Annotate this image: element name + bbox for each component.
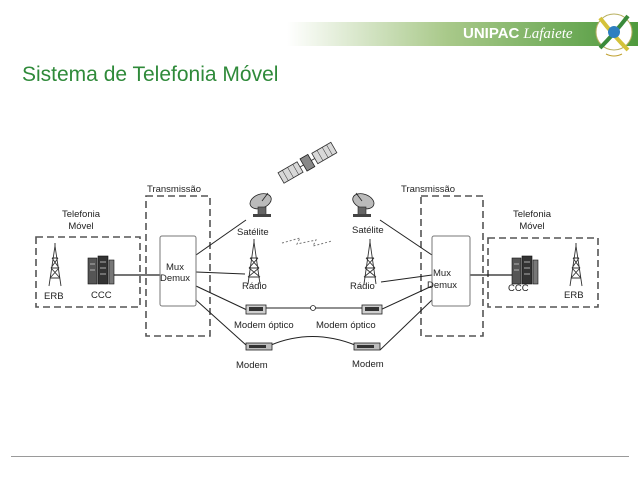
right-transmission-box — [420, 195, 484, 337]
right-mobile-label-line1: Telefonia — [513, 209, 552, 220]
left-ccc-switch-icon — [87, 255, 115, 285]
right-ccc-switch-icon — [511, 255, 539, 285]
left-modem-icon — [245, 342, 273, 351]
right-optical-modem-label: Modem óptico — [316, 320, 376, 331]
right-optical-modem-icon — [361, 304, 383, 315]
right-mux-label-line2: Demux — [427, 280, 457, 291]
left-erb-label: ERB — [44, 291, 64, 302]
right-erb-tower-icon — [569, 243, 583, 287]
left-radio-tower-icon — [247, 239, 261, 285]
right-satellite-mux-link — [379, 219, 433, 256]
left-satellite-dish-icon — [249, 192, 272, 217]
modem-line-link — [270, 336, 356, 346]
page-title: Sistema de Telefonia Móvel — [22, 63, 279, 86]
left-mobile-label-line2: Móvel — [68, 221, 93, 232]
right-modem-icon — [353, 342, 381, 351]
right-radio-mux-link — [380, 274, 433, 283]
left-transmission-box — [145, 195, 211, 337]
left-mux-label-line1: Mux — [166, 262, 184, 273]
left-ccc-label: CCC — [91, 290, 112, 301]
left-transmission-label: Transmissão — [147, 184, 201, 195]
right-radio-tower-icon — [363, 239, 377, 285]
brand-name-bold: UNIPAC — [463, 25, 520, 42]
left-mux-radio-link — [195, 271, 246, 275]
left-optical-modem-icon — [245, 304, 267, 315]
brand-name-light: Lafaiete — [523, 26, 573, 42]
right-erb-label: ERB — [564, 290, 584, 301]
right-labels: Transmissão Telefonia Móvel ERB CCC Mux … — [316, 184, 584, 370]
left-mux-label-line2: Demux — [160, 273, 190, 284]
left-modem-label: Modem — [236, 360, 268, 371]
right-mux-demux-box — [431, 235, 471, 307]
header-gradient — [0, 22, 638, 46]
left-satellite-label: Satélite — [237, 227, 269, 238]
left-optical-modem-label: Modem óptico — [234, 320, 294, 331]
left-erb-tower-icon — [48, 243, 62, 287]
left-radio-label: Rádio — [242, 281, 267, 292]
right-mux-label-line1: Mux — [433, 268, 451, 279]
left-mux-modem-link — [195, 299, 247, 346]
left-mux-demux-box — [159, 235, 197, 307]
right-radio-label: Rádio — [350, 281, 375, 292]
right-transmission-label: Transmissão — [401, 184, 455, 195]
dashed-boxes — [35, 195, 599, 337]
left-mux-optical-link — [195, 285, 248, 311]
connections — [112, 219, 520, 351]
right-mobile-box — [487, 237, 599, 308]
unipac-logo — [595, 13, 633, 57]
left-labels: Transmissão Telefonia Móvel ERB CCC Mux … — [44, 184, 294, 371]
right-modem-mux-link — [379, 299, 433, 351]
satellite-icon — [277, 141, 338, 184]
left-mux-satellite-link — [195, 219, 247, 256]
left-mobile-label-line1: Telefonia — [62, 209, 101, 220]
right-satellite-dish-icon — [352, 192, 375, 217]
right-ccc-label: CCC — [508, 283, 529, 294]
right-modem-label: Modem — [352, 359, 384, 370]
left-mobile-box — [35, 236, 141, 308]
right-optical-mux-link — [379, 285, 433, 311]
right-satellite-label: Satélite — [352, 225, 384, 236]
fiber-repeater — [310, 305, 316, 311]
right-mobile-label-line2: Móvel — [519, 221, 544, 232]
microwave-link — [281, 237, 333, 247]
footer-divider — [11, 456, 629, 457]
